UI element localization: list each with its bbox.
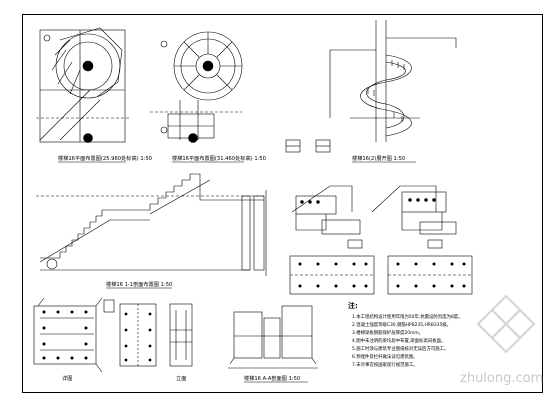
note-line: 1.本工程结构设计使用年限为50年,抗震设防烈度为8度。 bbox=[352, 313, 463, 320]
plan-lower-title: 楼梯16平面布置图(25.960处标高) 1:50 bbox=[58, 154, 152, 162]
spiral-development-view bbox=[285, 20, 457, 153]
embedded-plates bbox=[289, 255, 473, 295]
beam-section-details bbox=[291, 185, 457, 249]
detail-middle-title: 立面 bbox=[176, 374, 186, 382]
bottom-detail-left bbox=[33, 297, 115, 373]
bottom-detail-middle-bolts bbox=[124, 312, 152, 362]
spiral-development-title: 楼梯16(2)展开图 1:50 bbox=[352, 154, 405, 162]
note-line: 2.混凝土强度等级C30,钢筋HPB235,HRB335级。 bbox=[352, 321, 451, 328]
note-line: 7.未尽事宜按国家现行规范施工。 bbox=[352, 361, 418, 368]
section-1-1-title: 楼梯16 1-1剖面布置图 1:50 bbox=[106, 280, 172, 288]
sheet-border bbox=[22, 14, 543, 393]
plate-bolt-holes bbox=[298, 262, 466, 288]
watermark-logo bbox=[476, 294, 536, 354]
notes-list: 1.本工程结构设计使用年限为50年,抗震设防烈度为8度。 2.混凝土强度等级C3… bbox=[352, 313, 463, 368]
note-line: 3.楼梯梁板钢筋保护层厚度20mm。 bbox=[352, 329, 423, 336]
stair-section-1-1 bbox=[36, 173, 267, 276]
notes-heading: 注: bbox=[348, 301, 358, 310]
bottom-detail-left-rebar bbox=[42, 310, 88, 360]
note-line: 4.图中未注明的梁均居中布置,梁面标高同板面。 bbox=[352, 337, 445, 344]
spiral-stair-plan-lower bbox=[36, 27, 130, 143]
note-line: 6.预埋件及栏杆做法详见建筑图。 bbox=[352, 353, 418, 360]
plan-upper-title: 楼梯16平面布置图(31.460处标高) 1:50 bbox=[172, 154, 266, 162]
section-a-a-title: 楼梯16 A-A剖面图 1:50 bbox=[244, 374, 300, 382]
bottom-detail-middle bbox=[119, 303, 193, 367]
note-line: 5.施工时须与建筑专业图纸核对无误后方可施工。 bbox=[352, 345, 448, 352]
detail-left-title: 详图 bbox=[62, 374, 72, 382]
spiral-stair-plan-upper bbox=[150, 31, 243, 143]
watermark-text: zhulong.com bbox=[460, 371, 543, 386]
section-a-a bbox=[228, 305, 318, 369]
